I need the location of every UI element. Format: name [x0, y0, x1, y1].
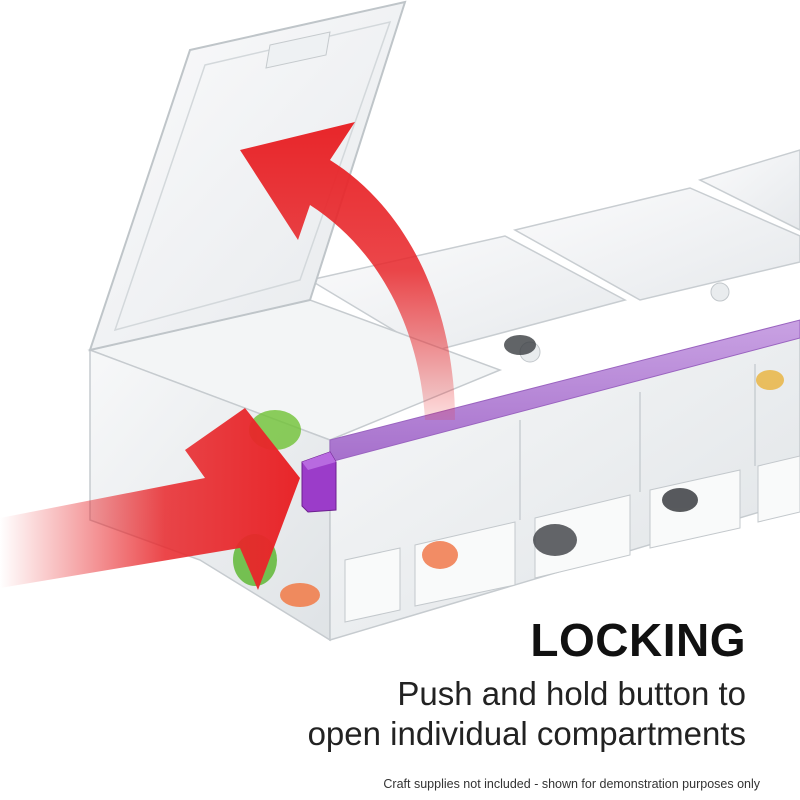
subline: Push and hold button to open individual … [308, 674, 746, 754]
disclaimer: Craft supplies not included - shown for … [383, 777, 760, 791]
curved-up-arrow-icon [240, 122, 455, 420]
subline-line-1: Push and hold button to [397, 675, 746, 712]
headline: LOCKING [530, 614, 746, 666]
open-lid [88, 0, 407, 352]
subline-line-2: open individual compartments [307, 715, 746, 752]
push-arrow-icon [0, 408, 300, 590]
latch-button [301, 451, 337, 513]
